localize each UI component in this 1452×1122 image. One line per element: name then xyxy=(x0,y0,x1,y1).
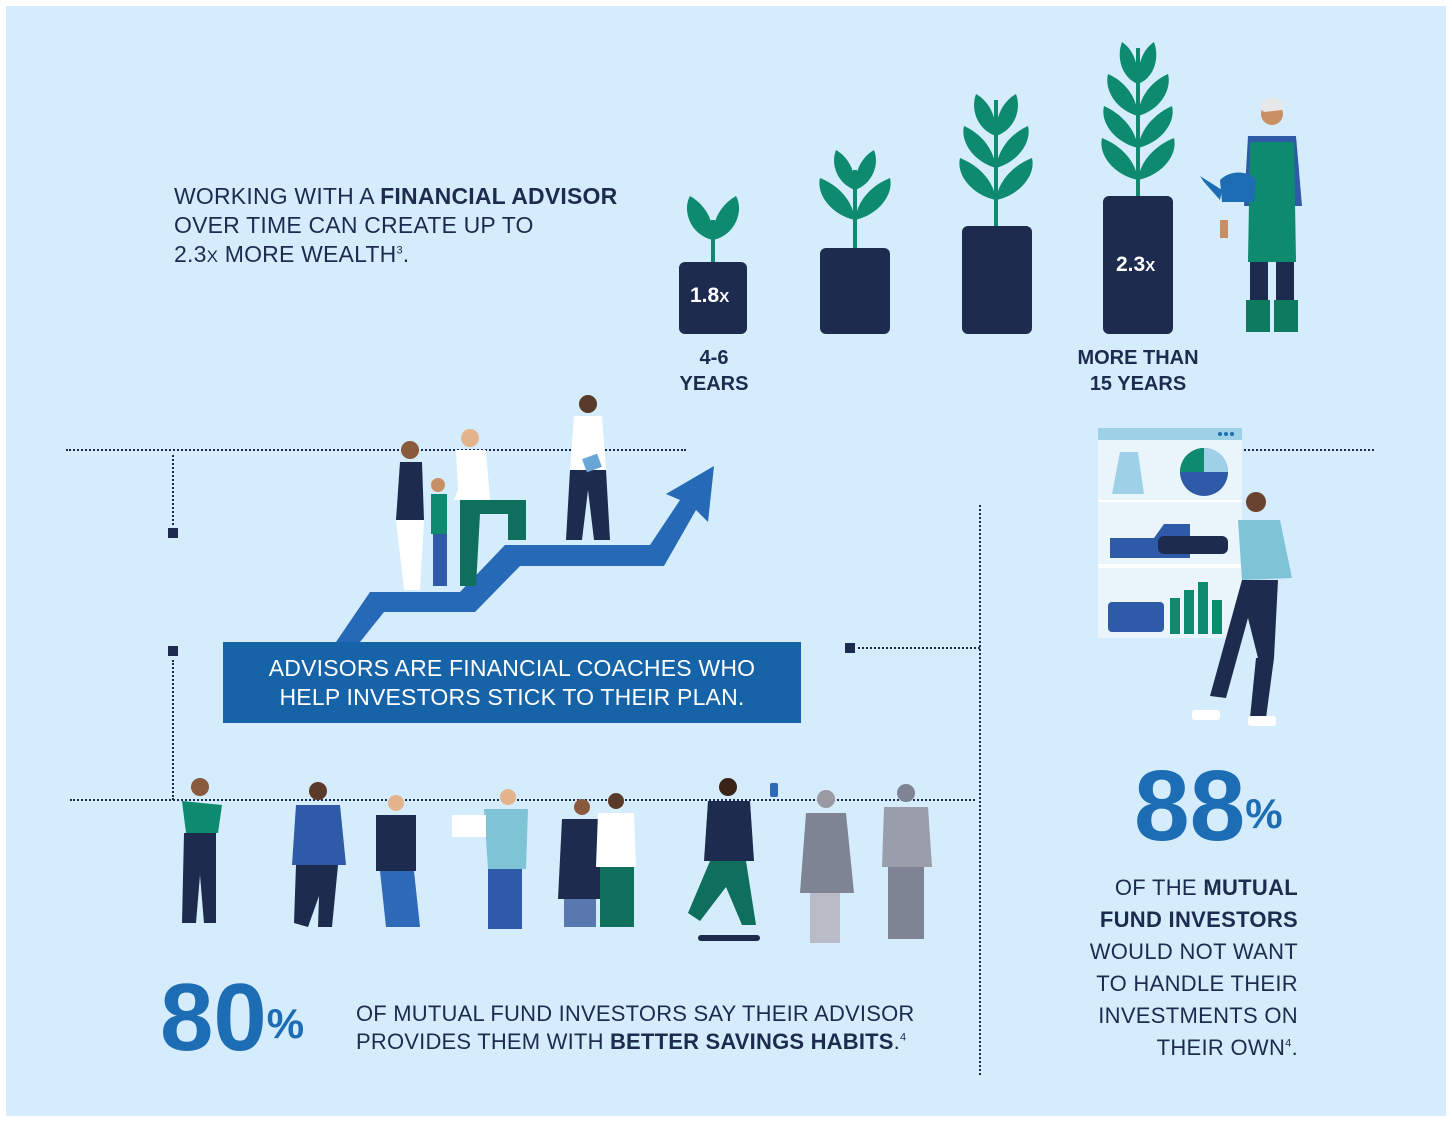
pot-4-x: X xyxy=(1145,258,1156,275)
growth-arrow-illustration xyxy=(336,395,714,642)
marker-square xyxy=(845,643,855,653)
stat-88-line6: THEIR OWN xyxy=(1156,1035,1286,1060)
person-crowd-1 xyxy=(182,778,222,923)
plant-growth-illustration xyxy=(679,42,1302,334)
marker-square xyxy=(168,528,178,538)
investor-crowd-illustration xyxy=(182,778,932,943)
bar-chart-icon xyxy=(1170,582,1222,634)
plant-pot-2 xyxy=(819,150,891,334)
divider-top-right xyxy=(1240,449,1374,451)
person-crowd-3 xyxy=(376,795,420,927)
stat-88-line1-bold: MUTUAL xyxy=(1203,875,1298,900)
stat-88-line2: FUND INVESTORS xyxy=(1099,907,1298,932)
pot-1-value: 1.8X xyxy=(690,284,729,308)
wealth-line1-bold: FINANCIAL ADVISOR xyxy=(380,183,618,209)
coach-line2: HELP INVESTORS STICK TO THEIR PLAN. xyxy=(279,683,745,710)
wealth-multiplier: 2.3 xyxy=(174,241,207,267)
footnote-ref: 3 xyxy=(396,244,403,257)
person-crowd-4 xyxy=(452,789,528,929)
marker-square xyxy=(168,646,178,656)
stat-88-period: . xyxy=(1291,1035,1298,1060)
divider-right-vertical xyxy=(979,505,981,1075)
plant-pot-1 xyxy=(679,196,747,334)
divider-bottom xyxy=(70,799,975,801)
stat-80-period: . xyxy=(893,1029,900,1054)
stat-80-number: 80% xyxy=(160,968,304,1068)
plant-pot-4 xyxy=(1101,42,1175,334)
person-man-stepping xyxy=(454,429,526,586)
pot-1-number: 1.8 xyxy=(690,284,720,307)
wealth-line1: WORKING WITH A xyxy=(174,183,381,209)
coach-line1: ADVISORS ARE FINANCIAL COACHES WHO xyxy=(268,654,756,681)
gardener-figure xyxy=(1200,97,1302,332)
person-crowd-8 xyxy=(882,784,932,939)
person-crowd-5 xyxy=(558,793,636,927)
wealth-multiplier-x: X xyxy=(206,247,219,266)
year-label-first-line2: YEARS xyxy=(679,373,749,395)
stat-88-line1: OF THE xyxy=(1114,875,1204,900)
year-label-last-line2: 15 YEARS xyxy=(1089,373,1187,395)
coach-message-box: ADVISORS ARE FINANCIAL COACHES WHO HELP … xyxy=(223,642,801,723)
stat-88-line5: INVESTMENTS ON xyxy=(1098,1003,1298,1028)
plant-pot-3 xyxy=(959,94,1033,334)
stat-88-number: 88% xyxy=(1134,754,1283,858)
year-label-first: 4-6 YEARS xyxy=(664,345,764,397)
person-woman-family xyxy=(396,441,424,590)
divider-left-upper xyxy=(172,455,174,525)
person-woman-tablet xyxy=(566,395,610,540)
footnote-ref: 4 xyxy=(1285,1037,1292,1050)
wealth-line2: OVER TIME CAN CREATE UP TO xyxy=(174,212,534,238)
stat-80-value: 80 xyxy=(160,964,267,1071)
person-crowd-7 xyxy=(800,790,854,943)
pot-4-number: 2.3 xyxy=(1116,253,1146,276)
wealth-statement: WORKING WITH A FINANCIAL ADVISOR OVER TI… xyxy=(174,182,644,271)
wealth-line3: MORE WEALTH xyxy=(218,241,397,267)
pot-1-x: X xyxy=(719,289,730,306)
stat-80-line2: PROVIDES THEM WITH xyxy=(356,1029,610,1054)
stat-88-line3: WOULD NOT WANT xyxy=(1089,939,1298,964)
stat-88-percent: % xyxy=(1245,790,1283,837)
divider-connector xyxy=(858,647,980,649)
stat-80-line2-bold: BETTER SAVINGS HABITS xyxy=(609,1029,894,1054)
divider-left-lower xyxy=(172,660,174,800)
stat-80-description: OF MUTUAL FUND INVESTORS SAY THEIR ADVIS… xyxy=(356,1000,976,1056)
wealth-period: . xyxy=(402,241,410,267)
stat-88-line4: TO HANDLE THEIR xyxy=(1096,971,1298,996)
person-crowd-2 xyxy=(292,782,346,927)
pie-chart-icon xyxy=(1180,448,1228,496)
stat-88-description: OF THE MUTUAL FUND INVESTORS WOULD NOT W… xyxy=(1050,872,1298,1064)
stat-88-value: 88 xyxy=(1134,750,1246,862)
year-label-last: MORE THAN 15 YEARS xyxy=(1058,345,1218,397)
person-child xyxy=(431,478,447,586)
year-label-first-line1: 4-6 xyxy=(699,347,729,369)
stat-80-percent: % xyxy=(266,1000,305,1047)
divider-top xyxy=(66,449,686,451)
dashboard-illustration xyxy=(1098,428,1292,726)
footnote-ref: 4 xyxy=(899,1031,907,1044)
pot-4-value: 2.3X xyxy=(1116,253,1155,277)
person-crowd-6 xyxy=(688,778,778,941)
stat-80-line1: OF MUTUAL FUND INVESTORS SAY THEIR ADVIS… xyxy=(356,1001,915,1026)
person-woman-dashboard xyxy=(1192,492,1292,726)
year-label-last-line1: MORE THAN xyxy=(1077,347,1199,369)
